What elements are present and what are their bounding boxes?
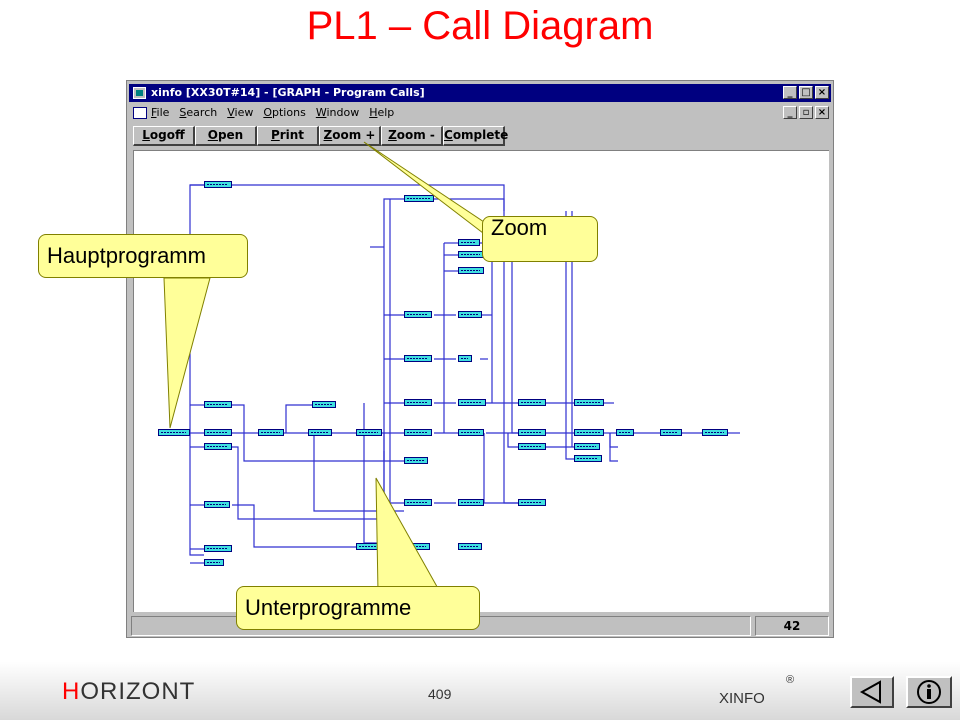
graph-node[interactable] bbox=[574, 455, 602, 462]
child-minimize-button[interactable]: _ bbox=[783, 106, 797, 119]
registered-mark: ® bbox=[786, 674, 795, 686]
graph-node[interactable] bbox=[574, 429, 604, 436]
graph-node[interactable] bbox=[458, 311, 482, 318]
menu-view[interactable]: View bbox=[227, 106, 254, 119]
graph-node[interactable] bbox=[458, 355, 472, 362]
graph-node[interactable] bbox=[574, 443, 600, 450]
graph-node[interactable] bbox=[458, 429, 484, 436]
graph-node[interactable] bbox=[404, 355, 432, 362]
maximize-button[interactable]: □ bbox=[799, 86, 813, 99]
graph-node[interactable] bbox=[204, 559, 224, 566]
graph-node[interactable] bbox=[660, 429, 682, 436]
slide-title: PL1 – Call Diagram bbox=[306, 4, 654, 48]
graph-node[interactable] bbox=[458, 499, 484, 506]
graph-node[interactable] bbox=[204, 501, 230, 508]
menu-search[interactable]: Search bbox=[179, 106, 218, 119]
graph-node[interactable] bbox=[356, 429, 382, 436]
child-restore-button[interactable]: ▫ bbox=[799, 106, 813, 119]
zoom-callout: Zoom bbox=[482, 216, 598, 262]
child-close-button[interactable]: × bbox=[815, 106, 829, 119]
zoom-in-button[interactable]: Zoom + bbox=[319, 126, 381, 146]
graph-node[interactable] bbox=[204, 429, 232, 436]
toolbar: Logoff Open Print Zoom + Zoom - Complete bbox=[133, 126, 508, 146]
graph-node[interactable] bbox=[458, 399, 486, 406]
brand-logo: HORIZONT bbox=[62, 678, 196, 705]
menu-window[interactable]: Window bbox=[315, 106, 360, 119]
slide-footer: HORIZONT 409 XINFO ® bbox=[0, 662, 960, 720]
graph-node[interactable] bbox=[616, 429, 634, 436]
window-title: xinfo [XX30T#14] - [GRAPH - Program Call… bbox=[151, 86, 425, 99]
app-icon bbox=[133, 87, 146, 99]
graph-node[interactable] bbox=[258, 429, 284, 436]
menu-help[interactable]: Help bbox=[369, 106, 395, 119]
back-arrow-icon bbox=[859, 680, 881, 704]
graph-node[interactable] bbox=[574, 399, 604, 406]
graph-node[interactable] bbox=[204, 545, 232, 552]
graph-node[interactable] bbox=[518, 429, 546, 436]
graph-node[interactable] bbox=[404, 543, 430, 550]
menu-file[interactable]: File bbox=[151, 106, 170, 119]
graph-node[interactable] bbox=[458, 543, 482, 550]
product-name: XINFO bbox=[719, 690, 765, 707]
page-number: 409 bbox=[428, 686, 452, 702]
graph-node[interactable] bbox=[204, 401, 232, 408]
info-icon bbox=[917, 680, 941, 704]
minimize-button[interactable]: _ bbox=[783, 86, 797, 99]
graph-node[interactable] bbox=[404, 195, 434, 202]
graph-node[interactable] bbox=[518, 499, 546, 506]
close-button[interactable]: × bbox=[815, 86, 829, 99]
node-count: 42 bbox=[755, 616, 829, 636]
graph-node[interactable] bbox=[404, 457, 428, 464]
document-icon[interactable] bbox=[133, 107, 147, 119]
zoom-out-button[interactable]: Zoom - bbox=[381, 126, 443, 146]
graph-node[interactable] bbox=[518, 399, 546, 406]
print-button[interactable]: Print bbox=[257, 126, 319, 146]
main-program-callout: Hauptprogramm bbox=[38, 234, 248, 278]
graph-node[interactable] bbox=[308, 429, 332, 436]
open-button[interactable]: Open bbox=[195, 126, 257, 146]
subprograms-callout: Unterprogramme bbox=[236, 586, 480, 630]
main-program-node[interactable] bbox=[158, 429, 190, 436]
graph-node[interactable] bbox=[404, 311, 432, 318]
menu-bar: File Search View Options Window Help _ ▫… bbox=[129, 104, 831, 122]
call-graph-canvas[interactable] bbox=[133, 150, 829, 612]
app-window: xinfo [XX30T#14] - [GRAPH - Program Call… bbox=[126, 80, 834, 638]
previous-slide-button[interactable] bbox=[850, 676, 894, 708]
complete-button[interactable]: Complete bbox=[443, 126, 508, 146]
menu-options[interactable]: Options bbox=[263, 106, 306, 119]
graph-node[interactable] bbox=[458, 239, 480, 246]
graph-node[interactable] bbox=[404, 429, 432, 436]
graph-node[interactable] bbox=[312, 401, 336, 408]
window-titlebar[interactable]: xinfo [XX30T#14] - [GRAPH - Program Call… bbox=[129, 84, 831, 102]
graph-node[interactable] bbox=[702, 429, 728, 436]
graph-node[interactable] bbox=[204, 443, 232, 450]
graph-node[interactable] bbox=[518, 443, 546, 450]
status-bar: 42 bbox=[129, 616, 831, 636]
info-button[interactable] bbox=[906, 676, 952, 708]
graph-node[interactable] bbox=[458, 267, 484, 274]
graph-node[interactable] bbox=[404, 399, 432, 406]
graph-node[interactable] bbox=[458, 251, 484, 258]
logoff-button[interactable]: Logoff bbox=[133, 126, 195, 146]
graph-node[interactable] bbox=[204, 181, 232, 188]
graph-node[interactable] bbox=[356, 543, 382, 550]
graph-node[interactable] bbox=[404, 499, 432, 506]
